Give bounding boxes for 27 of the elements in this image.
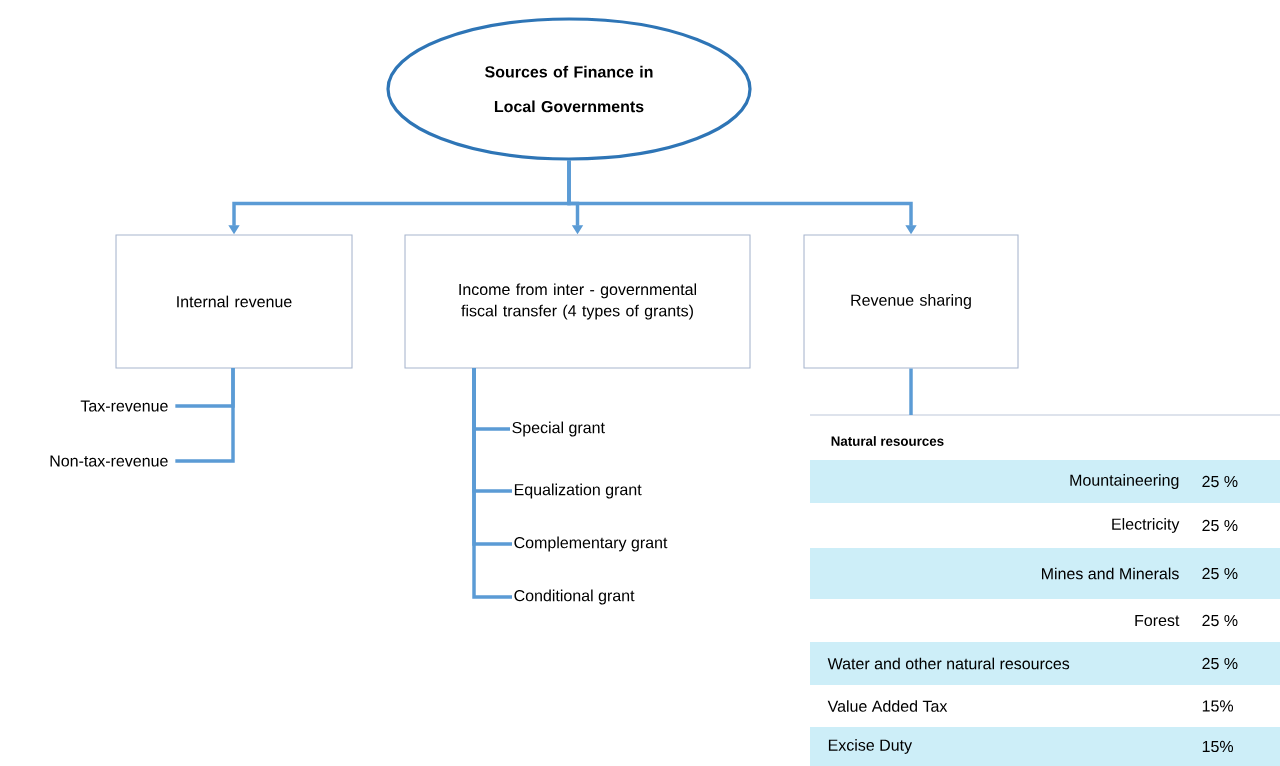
table-cell: 25 %: [1202, 475, 1238, 488]
category-box: Revenue sharing: [803, 234, 1019, 369]
branch-label: Equalization grant: [514, 483, 642, 499]
branch-label: Special grant: [512, 421, 605, 437]
connector: [175, 368, 235, 463]
table-heading: Natural resources: [831, 436, 944, 446]
table-cell: Mountaineering: [1070, 474, 1179, 489]
connector: [472, 368, 512, 599]
table-cell: 25 %: [1202, 567, 1238, 580]
table-cell: 25 %: [1202, 519, 1238, 532]
branch-label: Non-tax-revenue: [50, 455, 168, 467]
table-cell: Electricity: [1112, 518, 1180, 533]
connector: [909, 368, 913, 415]
branch-label: Conditional grant: [514, 589, 635, 605]
table-cell: Mines and Minerals: [1042, 567, 1179, 580]
table-cell: 15%: [1202, 700, 1234, 712]
table-cell: Value Added Tax: [827, 700, 948, 712]
category-box: Internal revenue: [115, 234, 353, 369]
table-cell: 25 %: [1202, 614, 1238, 627]
table-cell: 15%: [1202, 740, 1234, 753]
category-box: Income from inter - governmental fiscal transfer (4 types of grants): [404, 234, 751, 369]
table-cell: Water and other natural resources: [827, 657, 1070, 670]
table-cell: 25 %: [1202, 657, 1238, 670]
table-cell: Forest: [1135, 614, 1180, 627]
branch-label: Tax-revenue: [80, 400, 168, 412]
table-cell: Excise Duty: [828, 739, 912, 754]
branch-label: Complementary grant: [514, 536, 668, 552]
